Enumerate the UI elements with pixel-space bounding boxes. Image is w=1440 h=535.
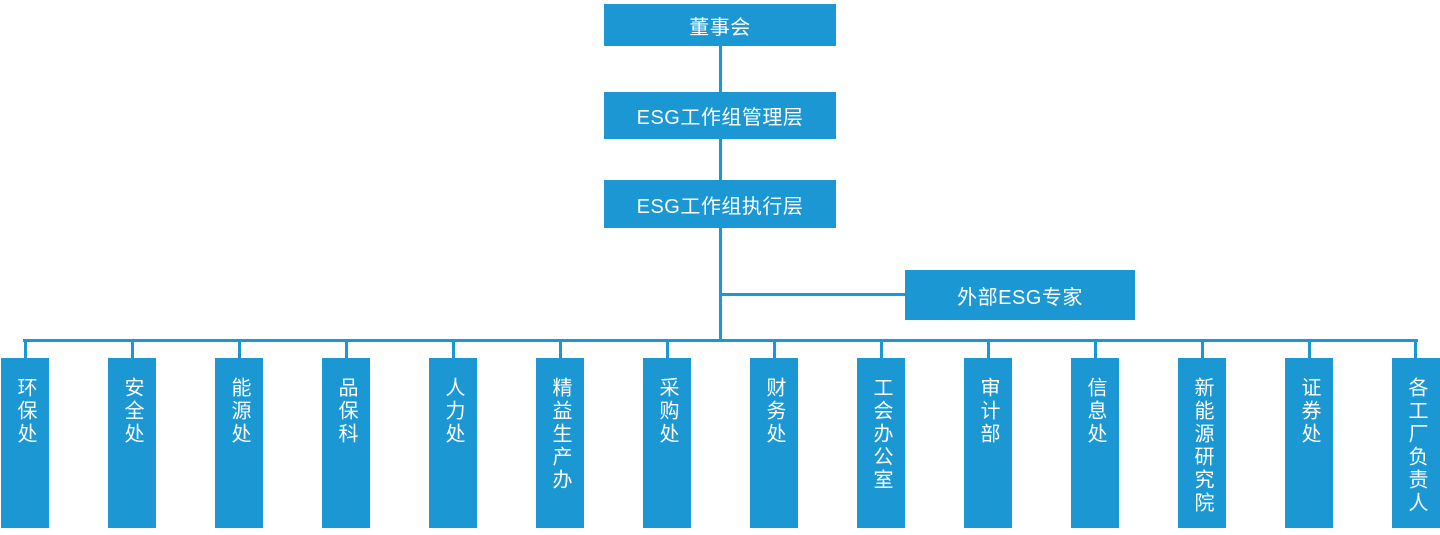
org-box-esg-management: ESG工作组管理层: [604, 92, 836, 139]
org-box-dept-securities: 证券处: [1285, 358, 1333, 528]
org-box-dept-information: 信息处: [1071, 358, 1119, 528]
connector-stub: [238, 342, 241, 358]
connector-stub: [452, 342, 455, 358]
dept-label: 人力处: [442, 377, 464, 446]
dept-label: 能源处: [228, 377, 250, 446]
dept-label: 信息处: [1084, 377, 1106, 446]
org-box-dept-quality-assurance: 品保科: [322, 358, 370, 528]
org-box-esg-execution: ESG工作组执行层: [604, 180, 836, 228]
org-box-dept-labor-union-office: 工会办公室: [857, 358, 905, 528]
dept-label: 采购处: [656, 377, 678, 446]
dept-label: 证券处: [1298, 377, 1320, 446]
org-box-dept-finance: 财务处: [750, 358, 798, 528]
connector-main-rail: [23, 339, 1418, 342]
connector-stub: [1414, 342, 1417, 358]
org-box-external-esg-experts: 外部ESG专家: [905, 270, 1135, 320]
org-box-board: 董事会: [604, 4, 836, 46]
connector-stub: [24, 342, 27, 358]
connector-stub: [880, 342, 883, 358]
dept-label: 精益生产办: [549, 377, 571, 492]
org-box-dept-procurement: 采购处: [643, 358, 691, 528]
dept-label: 工会办公室: [870, 377, 892, 492]
connector-execution-to-rail: [719, 228, 722, 341]
dept-label: 品保科: [335, 377, 357, 446]
connector-management-to-execution: [719, 139, 722, 180]
dept-label: 财务处: [763, 377, 785, 446]
dept-label: 审计部: [977, 377, 999, 446]
org-box-dept-energy: 能源处: [215, 358, 263, 528]
connector-stub: [559, 342, 562, 358]
org-box-dept-safety: 安全处: [108, 358, 156, 528]
org-box-dept-audit: 审计部: [964, 358, 1012, 528]
connector-stub: [131, 342, 134, 358]
connector-board-to-management: [719, 46, 722, 92]
connector-stub: [345, 342, 348, 358]
connector-stub: [987, 342, 990, 358]
connector-stub: [666, 342, 669, 358]
connector-stub: [1201, 342, 1204, 358]
connector-stub: [1094, 342, 1097, 358]
org-box-dept-new-energy-research: 新能源研究院: [1178, 358, 1226, 528]
dept-label: 安全处: [121, 377, 143, 446]
connector-stub: [1308, 342, 1311, 358]
connector-stub: [773, 342, 776, 358]
org-box-dept-factory-heads: 各工厂负责人: [1392, 358, 1440, 528]
connector-branch-to-advisor: [720, 293, 906, 296]
dept-label: 环保处: [14, 377, 36, 446]
org-box-dept-lean-production: 精益生产办: [536, 358, 584, 528]
dept-label: 各工厂负责人: [1405, 377, 1427, 515]
dept-label: 新能源研究院: [1191, 377, 1213, 515]
org-box-dept-environmental: 环保处: [1, 358, 49, 528]
org-box-dept-human-resources: 人力处: [429, 358, 477, 528]
